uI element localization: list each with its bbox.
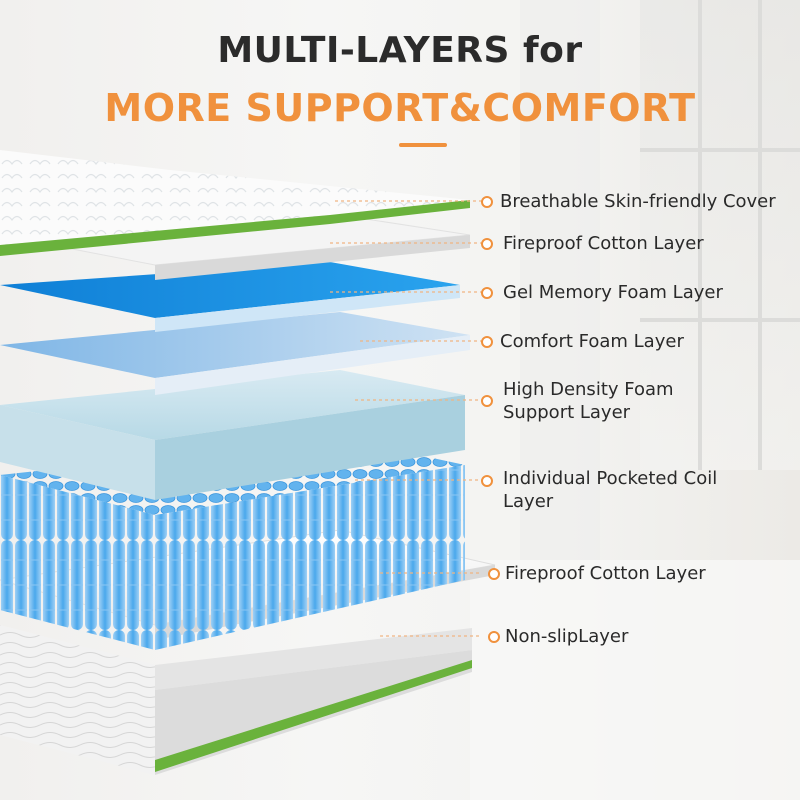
headline-line1: MULTI-LAYERS for [217, 30, 583, 71]
callout-dot [481, 336, 493, 348]
callout-dot [481, 475, 493, 487]
layer-label-pocketed-coil: Individual Pocketed Coil Layer [503, 468, 718, 512]
callout-dot [481, 395, 493, 407]
callout-dot [488, 631, 500, 643]
callout-dot [488, 568, 500, 580]
headline-underline [399, 143, 447, 147]
layer-label-gel-foam: Gel Memory Foam Layer [503, 282, 723, 303]
callout-dot [481, 196, 493, 208]
layer-label-comfort-foam: Comfort Foam Layer [500, 331, 684, 352]
gel-memory-foam-layer [0, 262, 460, 332]
high-density-foam-layer [0, 370, 465, 500]
layer-label-cover: Breathable Skin-friendly Cover [500, 191, 776, 212]
layer-label-fireproof-bottom: Fireproof Cotton Layer [505, 563, 706, 584]
callout-dot [481, 238, 493, 250]
callout-lines [330, 200, 482, 637]
callout-dot [481, 287, 493, 299]
layer-label-fireproof-top: Fireproof Cotton Layer [503, 233, 704, 254]
layer-label-high-density: High Density Foam Support Layer [503, 379, 674, 423]
headline-line2: MORE SUPPORT&COMFORT [104, 86, 696, 130]
base-block [0, 625, 472, 775]
comfort-foam-layer [0, 312, 470, 395]
quilted-cover-layer [0, 150, 470, 256]
layer-label-non-slip: Non-slipLayer [505, 626, 629, 647]
